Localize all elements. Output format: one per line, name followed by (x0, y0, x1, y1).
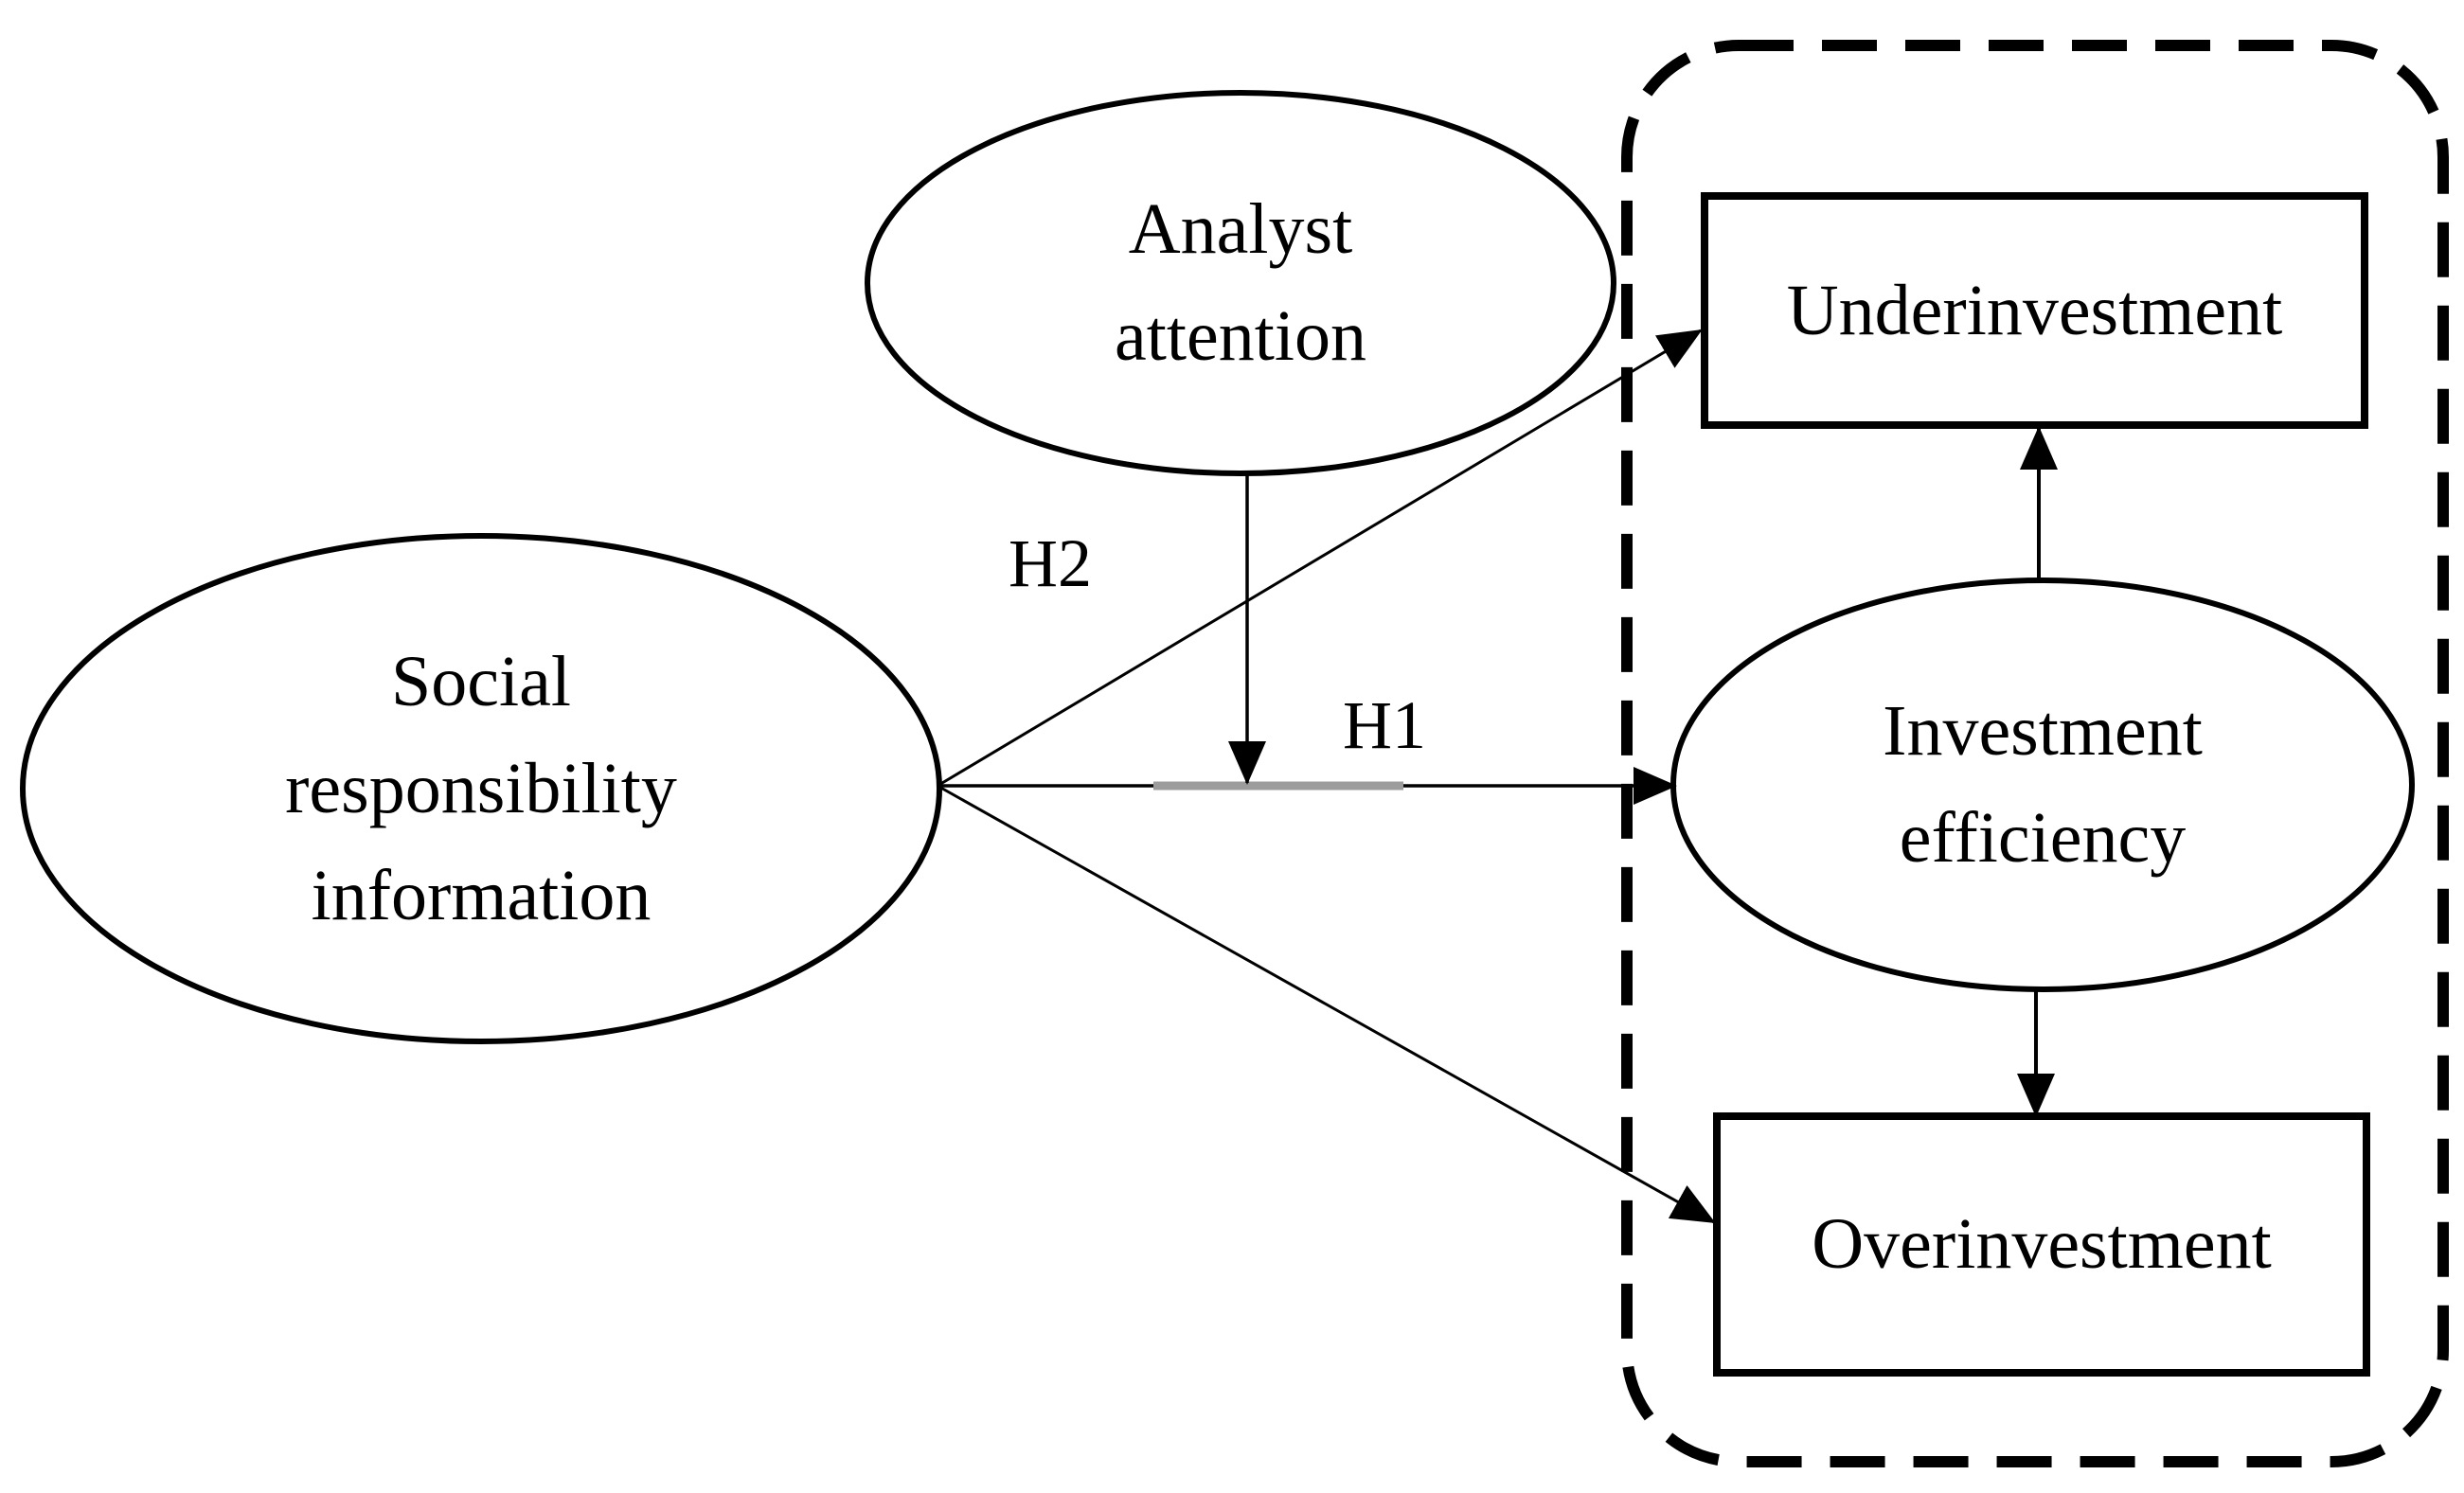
overinvestment-box (1713, 1112, 2370, 1377)
arrow-social-to-underinvestment (937, 329, 1703, 788)
arrow-social-to-overinvestment (937, 784, 1716, 1224)
social-responsibility-ellipse (20, 533, 942, 1044)
analyst-attention-ellipse (865, 90, 1616, 476)
investment-efficiency-ellipse (1670, 578, 2415, 992)
dashed-group-border (1621, 40, 2449, 1467)
underinvestment-box (1701, 192, 2368, 429)
